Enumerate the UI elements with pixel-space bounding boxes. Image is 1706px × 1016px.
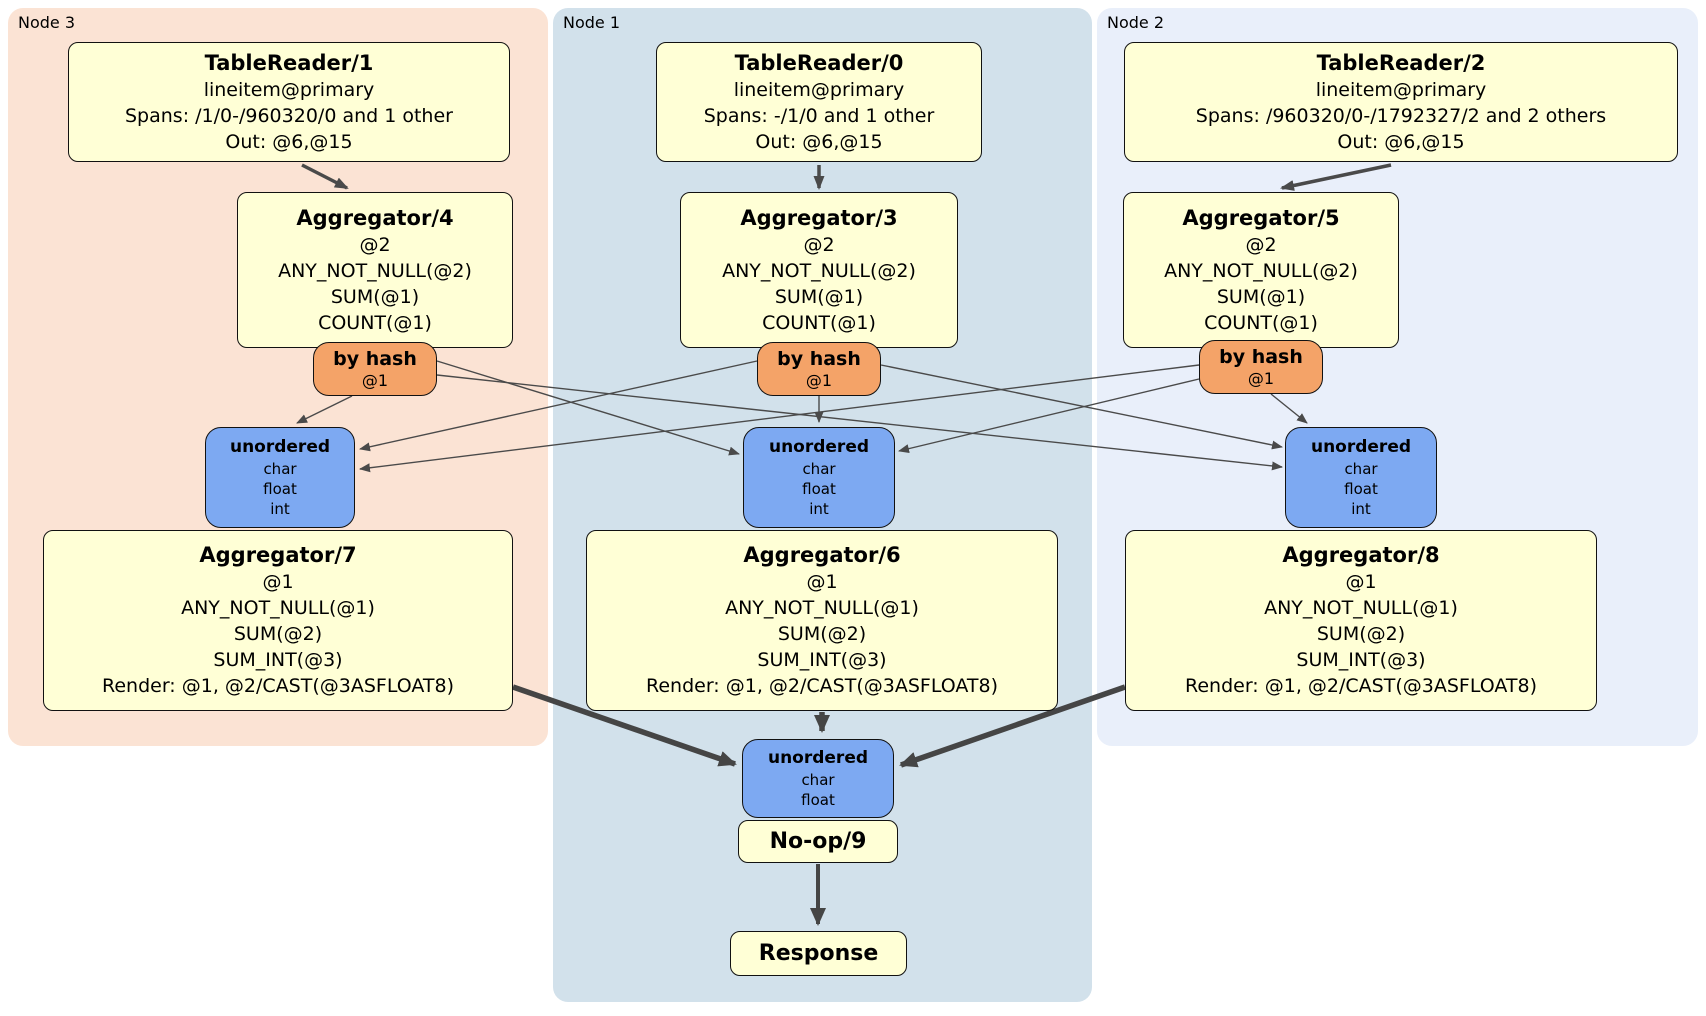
processor-response: Response — [730, 931, 907, 976]
processor-detail: @1 — [1345, 571, 1377, 593]
processor-aggregator-6: Aggregator/6 @1 ANY_NOT_NULL(@1) SUM(@2)… — [586, 530, 1058, 711]
processor-detail: SUM(@2) — [233, 623, 323, 645]
router-columns: @1 — [1247, 369, 1275, 388]
processor-aggregator-4: Aggregator/4 @2 ANY_NOT_NULL(@2) SUM(@1)… — [237, 192, 513, 348]
sync-type: float — [801, 791, 835, 809]
router-title: by hash — [777, 348, 861, 370]
processor-tablereader-0: TableReader/0 lineitem@primary Spans: -/… — [656, 42, 982, 162]
router-columns: @1 — [361, 371, 389, 390]
processor-detail: @1 — [806, 571, 838, 593]
processor-detail: @2 — [359, 233, 391, 256]
processor-title: Aggregator/8 — [1282, 543, 1440, 567]
router-title: by hash — [333, 348, 417, 370]
router-title: by hash — [1219, 346, 1303, 368]
panel-node-2-label: Node 2 — [1107, 13, 1165, 32]
processor-detail: Render: @1, @2/CAST(@3ASFLOAT8) — [646, 675, 998, 697]
processor-detail: ANY_NOT_NULL(@1) — [1264, 597, 1458, 619]
router-by-hash-node2: by hash @1 — [1199, 340, 1323, 394]
sync-type: int — [270, 500, 290, 518]
sync-unordered-node3: unordered char float int — [205, 427, 355, 528]
sync-type: int — [809, 500, 829, 518]
processor-detail: Spans: /960320/0-/1792327/2 and 2 others — [1195, 104, 1607, 127]
processor-detail: Spans: -/1/0 and 1 other — [703, 104, 935, 127]
sync-type: char — [263, 460, 297, 478]
processor-tablereader-2: TableReader/2 lineitem@primary Spans: /9… — [1124, 42, 1678, 162]
processor-aggregator-8: Aggregator/8 @1 ANY_NOT_NULL(@1) SUM(@2)… — [1125, 530, 1597, 711]
processor-detail: COUNT(@1) — [318, 311, 432, 334]
processor-title: Response — [758, 940, 879, 966]
processor-detail: COUNT(@1) — [762, 311, 876, 334]
processor-detail: SUM(@2) — [1316, 623, 1406, 645]
processor-aggregator-3: Aggregator/3 @2 ANY_NOT_NULL(@2) SUM(@1)… — [680, 192, 958, 348]
processor-detail: ANY_NOT_NULL(@2) — [1164, 259, 1358, 282]
sync-type: char — [802, 460, 836, 478]
processor-detail: lineitem@primary — [733, 78, 905, 101]
processor-detail: Spans: /1/0-/960320/0 and 1 other — [125, 104, 453, 127]
processor-title: TableReader/1 — [204, 50, 374, 75]
processor-detail: ANY_NOT_NULL(@2) — [722, 259, 916, 282]
processor-detail: ANY_NOT_NULL(@2) — [278, 259, 472, 282]
sync-type: float — [802, 480, 836, 498]
processor-detail: SUM_INT(@3) — [1296, 649, 1426, 671]
processor-aggregator-5: Aggregator/5 @2 ANY_NOT_NULL(@2) SUM(@1)… — [1123, 192, 1399, 348]
processor-detail: ANY_NOT_NULL(@1) — [181, 597, 375, 619]
sync-unordered-node2: unordered char float int — [1285, 427, 1437, 528]
sync-title: unordered — [229, 437, 331, 457]
sync-title: unordered — [768, 437, 870, 457]
processor-detail: SUM_INT(@3) — [757, 649, 887, 671]
processor-detail: Render: @1, @2/CAST(@3ASFLOAT8) — [1185, 675, 1537, 697]
processor-detail: Out: @6,@15 — [755, 130, 883, 153]
processor-detail: SUM(@1) — [1216, 285, 1306, 308]
processor-detail: SUM(@1) — [774, 285, 864, 308]
processor-detail: @1 — [262, 571, 294, 593]
sync-type: char — [1344, 460, 1378, 478]
processor-detail: COUNT(@1) — [1204, 311, 1318, 334]
sync-title: unordered — [1310, 437, 1412, 457]
panel-node-3-label: Node 3 — [18, 13, 76, 32]
processor-title: Aggregator/6 — [743, 543, 901, 567]
processor-detail: Render: @1, @2/CAST(@3ASFLOAT8) — [102, 675, 454, 697]
sync-type: float — [263, 480, 297, 498]
processor-title: No-op/9 — [769, 828, 867, 854]
processor-title: Aggregator/3 — [740, 205, 898, 230]
processor-title: TableReader/2 — [1316, 50, 1486, 75]
sync-unordered-final: unordered char float — [742, 739, 894, 818]
processor-detail: @2 — [803, 233, 835, 256]
router-by-hash-node1: by hash @1 — [757, 342, 881, 396]
processor-tablereader-1: TableReader/1 lineitem@primary Spans: /1… — [68, 42, 510, 162]
processor-detail: lineitem@primary — [203, 78, 375, 101]
processor-title: Aggregator/4 — [296, 205, 454, 230]
processor-detail: Out: @6,@15 — [225, 130, 353, 153]
panel-node-1-label: Node 1 — [563, 13, 621, 32]
sync-title: unordered — [767, 748, 869, 768]
processor-title: Aggregator/5 — [1182, 205, 1340, 230]
sync-type: float — [1344, 480, 1378, 498]
sync-type: char — [801, 771, 835, 789]
processor-noop-9: No-op/9 — [738, 820, 898, 863]
processor-title: Aggregator/7 — [199, 543, 357, 567]
processor-detail: SUM(@1) — [330, 285, 420, 308]
processor-title: TableReader/0 — [734, 50, 904, 75]
processor-detail: Out: @6,@15 — [1337, 130, 1465, 153]
processor-detail: SUM_INT(@3) — [213, 649, 343, 671]
router-by-hash-node3: by hash @1 — [313, 342, 437, 396]
sync-unordered-node1: unordered char float int — [743, 427, 895, 528]
sync-type: int — [1351, 500, 1371, 518]
processor-detail: ANY_NOT_NULL(@1) — [725, 597, 919, 619]
processor-aggregator-7: Aggregator/7 @1 ANY_NOT_NULL(@1) SUM(@2)… — [43, 530, 513, 711]
processor-detail: lineitem@primary — [1315, 78, 1487, 101]
processor-detail: @2 — [1245, 233, 1277, 256]
router-columns: @1 — [805, 371, 833, 390]
processor-detail: SUM(@2) — [777, 623, 867, 645]
